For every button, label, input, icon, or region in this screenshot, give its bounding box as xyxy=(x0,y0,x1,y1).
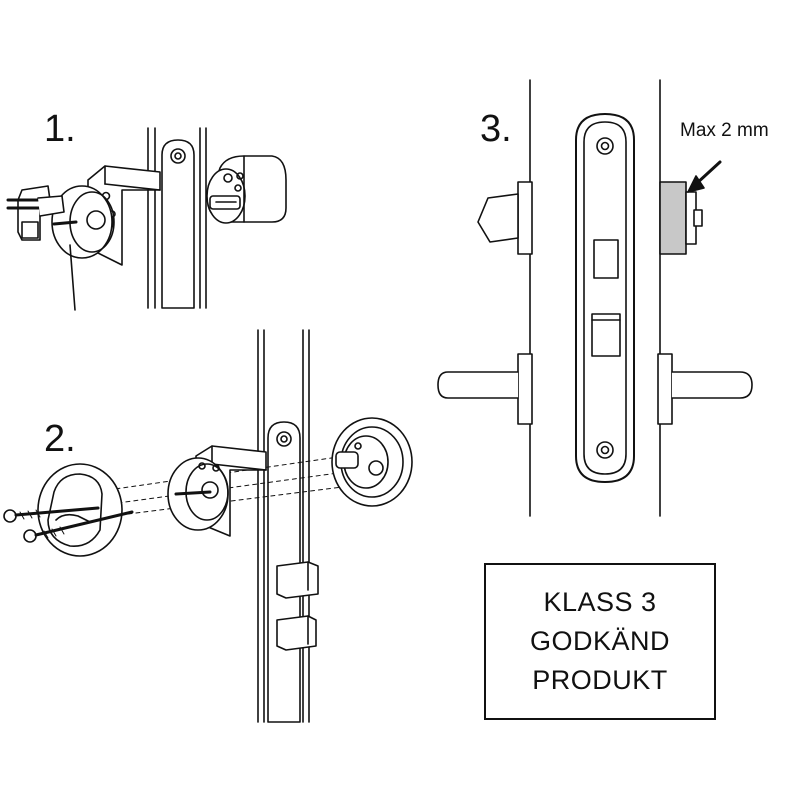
step3-handles xyxy=(438,354,752,424)
certification-box: KLASS 3 GODKÄND PRODUKT xyxy=(484,563,716,720)
step3-door-edges xyxy=(530,80,660,516)
step1-escutcheon xyxy=(52,186,114,310)
step1-illustration xyxy=(8,128,286,310)
max-gap-label: Max 2 mm xyxy=(680,120,769,141)
step3-lock-plate xyxy=(576,114,634,482)
step2-outer-rosette xyxy=(332,418,412,506)
step2-bracket xyxy=(168,446,266,536)
step3-illustration xyxy=(438,80,752,516)
step1-thumbturn xyxy=(8,186,76,240)
step2-door-frame xyxy=(258,330,309,722)
certification-line-3: PRODUKT xyxy=(532,665,668,695)
certification-line-2: GODKÄND xyxy=(529,626,671,656)
step-number-2: 2. xyxy=(44,418,76,460)
step3-arrow xyxy=(688,162,720,192)
step3-thumbturn xyxy=(478,182,532,254)
certification-line-1: KLASS 3 xyxy=(543,587,657,617)
step2-illustration xyxy=(4,330,412,722)
step-number-1: 1. xyxy=(44,108,76,150)
step1-door-frame xyxy=(148,128,206,308)
step-number-3: 3. xyxy=(480,108,512,150)
step3-cylinder xyxy=(660,182,702,254)
step2-faceplate xyxy=(268,422,318,722)
step2-screws xyxy=(4,508,132,542)
step1-cylinder xyxy=(207,156,286,223)
step1-faceplate xyxy=(162,140,194,308)
